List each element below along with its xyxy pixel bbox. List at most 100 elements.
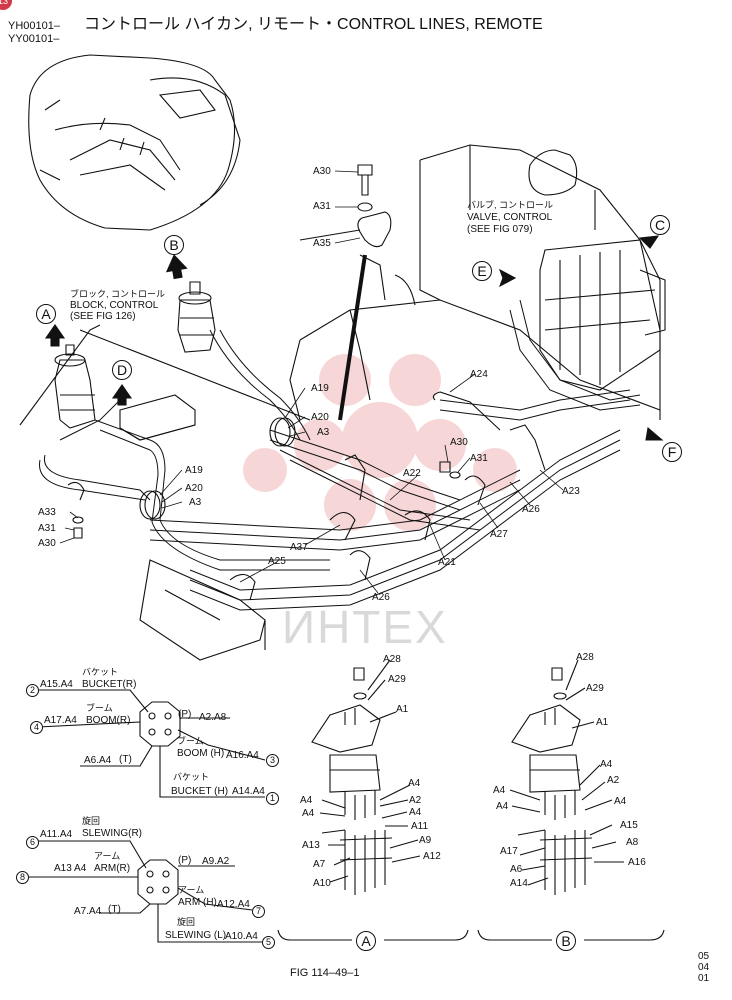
part-label: A4 [408, 778, 421, 789]
callout-b: B [164, 235, 184, 255]
port-label: (T) [119, 754, 132, 765]
callout-arrows [44, 235, 664, 441]
port-label: (P) [178, 709, 192, 720]
part-label: A23 [562, 486, 580, 497]
part-label: A1 [396, 704, 409, 715]
part-label: A11 [411, 821, 429, 832]
part-label: A26 [522, 504, 540, 515]
port-label: A2.A8 [199, 712, 227, 723]
port-number: 7 [252, 905, 265, 918]
callout-c: C [650, 215, 670, 235]
note-valve-ref: (SEE FIG 079) [467, 224, 533, 235]
port-label-jp: ブーム [86, 703, 113, 713]
part-label: A4 [496, 801, 509, 812]
clamps [139, 391, 546, 601]
watermark-emblem [243, 354, 517, 531]
port-label: A15.A4 [40, 679, 73, 690]
part-label: A1 [596, 717, 609, 728]
note-block-en: BLOCK, CONTROL [70, 300, 159, 311]
port-label-jp: 旋回 [177, 917, 196, 927]
port-label: A10.A4 [225, 931, 258, 942]
note-valve-en: VALVE, CONTROL [467, 212, 553, 223]
note-block-jp: ブロック, コントロール [70, 289, 166, 299]
port-number: 2 [26, 684, 39, 697]
part-label: A4 [493, 785, 506, 796]
part-label: A6 [510, 864, 523, 875]
page-badge: 13 [0, 0, 12, 10]
callout-d: D [112, 360, 132, 380]
part-label: A25 [268, 556, 286, 567]
part-label: A3 [317, 427, 330, 438]
part-label: A13 [302, 840, 320, 851]
part-label: A31 [313, 201, 331, 212]
part-label: A14 [510, 878, 528, 889]
part-label: A7 [313, 859, 326, 870]
caption-braces [277, 929, 665, 941]
port-number: 6 [26, 836, 39, 849]
part-label: A4 [409, 807, 422, 818]
note-block-ref: (SEE FIG 126) [70, 311, 136, 322]
part-label: A31 [470, 453, 488, 464]
revision-code: 01 [698, 973, 710, 984]
bolt-detail-mid [439, 461, 461, 479]
exploded-valve-a [311, 659, 421, 895]
part-label: A30 [38, 538, 56, 549]
part-label: A28 [383, 654, 401, 665]
port-diagram-b [28, 840, 262, 943]
port-diagram-a [37, 689, 266, 798]
pilot-valve-b [177, 281, 216, 353]
callout-a: A [36, 304, 56, 324]
serial-code-1: YH00101– [8, 20, 60, 32]
serial-code-2: YY00101– [8, 33, 60, 45]
part-label: A19 [185, 465, 203, 476]
port-label: A13 A4 [54, 863, 87, 874]
bolt-detail-top [299, 164, 392, 421]
part-label: A10 [313, 878, 331, 889]
part-label: A28 [576, 652, 594, 663]
part-label: A20 [311, 412, 329, 423]
port-label: BOOM (H) [177, 748, 225, 759]
figure-number: FIG 114–49–1 [290, 967, 360, 979]
port-label: ARM (H) [178, 897, 217, 908]
exploded-valve-b [509, 659, 624, 895]
port-label: A16.A4 [226, 750, 259, 761]
watermark-text: ИНТЕХ [282, 601, 448, 653]
port-label: (T) [108, 904, 121, 915]
port-label-jp: アーム [178, 885, 205, 895]
port-number: 4 [30, 721, 43, 734]
port-label-jp: アーム [94, 851, 121, 861]
port-label: A12.A4 [217, 899, 250, 910]
hose-bundles [39, 299, 641, 611]
port-label: A14.A4 [232, 786, 265, 797]
port-label: A6.A4 [84, 755, 112, 766]
part-label: A4 [302, 808, 315, 819]
part-label: A29 [388, 674, 406, 685]
machine-overview [28, 54, 241, 231]
view-caption-a: A [356, 931, 376, 951]
port-label: BUCKET (H) [171, 786, 229, 797]
part-label: A17 [500, 846, 518, 857]
part-label: A20 [185, 483, 203, 494]
revision-code: 04 [698, 962, 710, 973]
port-label: (P) [178, 855, 192, 866]
part-label: A4 [614, 796, 627, 807]
port-label-jp: バケット [173, 772, 210, 782]
pilot-valve-left [54, 344, 96, 429]
port-number: 8 [16, 871, 29, 884]
part-label: A16 [628, 857, 646, 868]
control-block [119, 394, 196, 441]
revision-code: 05 [698, 951, 710, 962]
port-label: SLEWING (L) [165, 930, 227, 941]
part-label: A2 [409, 795, 422, 806]
part-label: A2 [607, 775, 620, 786]
bolt-detail-left [67, 481, 85, 539]
part-label: A30 [313, 166, 331, 177]
part-label: A27 [490, 529, 508, 540]
main-control-valve [539, 239, 666, 391]
part-label: A21 [438, 557, 456, 568]
part-label: A37 [290, 542, 308, 553]
port-number: 5 [262, 936, 275, 949]
part-label: A30 [450, 437, 468, 448]
port-label: ARM(R) [94, 863, 131, 874]
